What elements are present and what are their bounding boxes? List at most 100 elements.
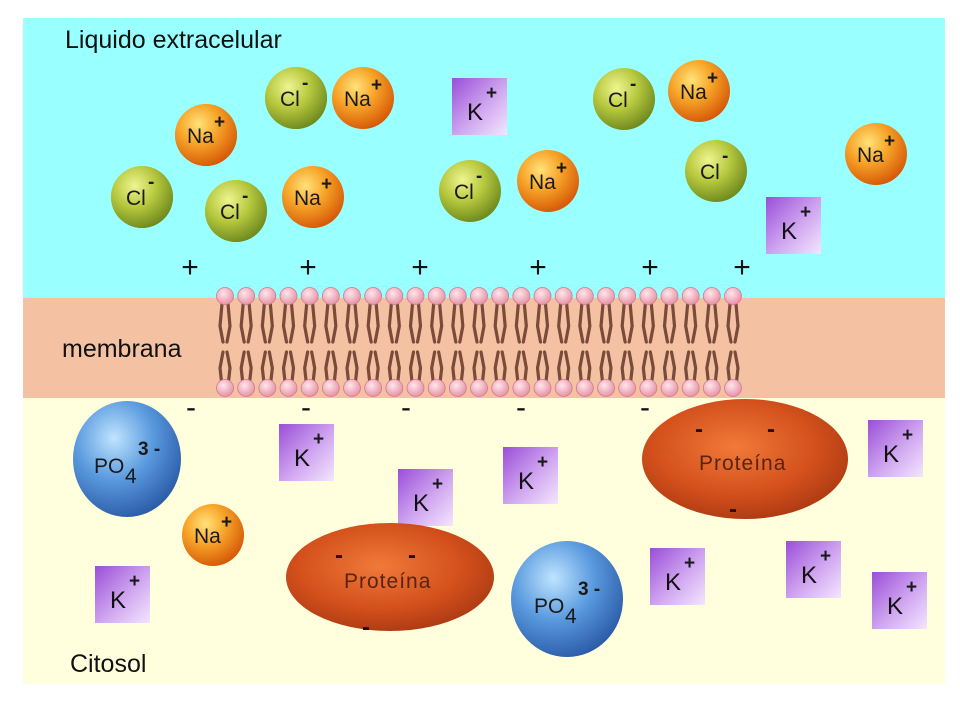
potassium-ion: K+ bbox=[650, 548, 705, 605]
phospholipid bbox=[470, 287, 488, 397]
chloride-ion-body bbox=[685, 140, 747, 202]
lipid-head bbox=[279, 287, 298, 305]
lipid-head bbox=[216, 287, 234, 305]
potassium-ion-body bbox=[872, 572, 927, 629]
plus-charge: + bbox=[641, 251, 659, 284]
sodium-ion: Na+ bbox=[282, 166, 344, 228]
ions-layer: Cl-Cl-Cl-Cl-Cl-Na+Na+Cl-Cl-Na+Cl-Na+Cl-N… bbox=[73, 60, 927, 657]
chloride-charge: - bbox=[476, 166, 482, 187]
sodium-symbol: Na bbox=[680, 81, 707, 104]
lipid-head bbox=[554, 379, 573, 397]
potassium-ion-body bbox=[868, 420, 923, 477]
lipid-head bbox=[406, 379, 425, 397]
sodium-ion: Na+ bbox=[668, 60, 730, 122]
protein-body bbox=[286, 523, 494, 631]
potassium-ion-body bbox=[95, 566, 150, 623]
potassium-charge: + bbox=[800, 202, 811, 223]
potassium-symbol: K bbox=[467, 99, 483, 126]
chloride-ion-body bbox=[111, 166, 173, 228]
sodium-charge: + bbox=[321, 174, 332, 195]
potassium-charge: + bbox=[486, 83, 497, 104]
chloride-ion: Cl- bbox=[439, 160, 501, 222]
phospholipid bbox=[512, 287, 531, 397]
chloride-ion-body bbox=[265, 67, 327, 129]
potassium-charge: + bbox=[432, 474, 443, 495]
phospholipid bbox=[216, 287, 234, 397]
phosphate-symbol: PO bbox=[534, 595, 564, 618]
potassium-ion: K+ bbox=[872, 572, 927, 629]
sodium-symbol: Na bbox=[344, 88, 371, 111]
sodium-symbol: Na bbox=[194, 525, 221, 548]
lipid-head bbox=[533, 287, 552, 305]
chloride-symbol: Cl bbox=[454, 181, 474, 204]
potassium-charge: + bbox=[820, 546, 831, 567]
sodium-symbol: Na bbox=[529, 171, 556, 194]
potassium-charge: + bbox=[906, 577, 917, 598]
lipid-head bbox=[724, 379, 742, 397]
potassium-symbol: K bbox=[294, 445, 310, 472]
extracellular-region bbox=[23, 18, 945, 298]
phospholipid bbox=[279, 287, 298, 397]
sodium-symbol: Na bbox=[857, 144, 884, 167]
potassium-symbol: K bbox=[665, 569, 681, 596]
lipid-head bbox=[427, 379, 446, 397]
potassium-ion: K+ bbox=[503, 447, 558, 504]
potassium-symbol: K bbox=[801, 562, 817, 589]
sodium-ion-body bbox=[517, 150, 579, 212]
potassium-ion: K+ bbox=[398, 469, 453, 526]
protein-charge: - bbox=[408, 542, 416, 569]
lipid-head bbox=[618, 379, 637, 397]
potassium-ion-body bbox=[650, 548, 705, 605]
chloride-ion-body bbox=[593, 68, 655, 130]
lipid-head bbox=[660, 287, 679, 305]
chloride-symbol: Cl bbox=[700, 161, 720, 184]
sodium-ion-body bbox=[175, 104, 237, 166]
potassium-ion-body bbox=[279, 424, 334, 481]
lipid-head bbox=[470, 379, 488, 397]
lipid-head bbox=[618, 287, 637, 305]
phospholipid bbox=[237, 287, 256, 397]
chloride-symbol: Cl bbox=[608, 89, 628, 112]
protein-charge: - bbox=[335, 542, 343, 569]
potassium-ion-body bbox=[398, 469, 453, 526]
lipid-head bbox=[237, 379, 256, 397]
sodium-charge: + bbox=[214, 112, 225, 133]
lipid-head bbox=[575, 379, 594, 397]
outer-surface-charges: ++++++ bbox=[181, 251, 751, 284]
phosphate-ion-body bbox=[73, 401, 181, 517]
lipid-head bbox=[364, 287, 383, 305]
sodium-symbol: Na bbox=[294, 187, 321, 210]
lipid-head bbox=[597, 379, 615, 397]
protein: Proteína--- bbox=[642, 399, 848, 523]
protein-body bbox=[642, 399, 848, 519]
lipid-head bbox=[427, 287, 446, 305]
extracellular-label: Liquido extracelular bbox=[65, 26, 282, 54]
protein-charge: - bbox=[767, 416, 775, 443]
chloride-charge: - bbox=[242, 186, 248, 207]
potassium-charge: + bbox=[902, 425, 913, 446]
minus-charge: - bbox=[186, 391, 196, 424]
sodium-ion-body bbox=[282, 166, 344, 228]
phosphate-charge: 3 - bbox=[138, 439, 160, 460]
phospholipid bbox=[406, 287, 425, 397]
sodium-charge: + bbox=[556, 158, 567, 179]
lipid-head bbox=[554, 287, 573, 305]
lipid-head bbox=[491, 379, 510, 397]
chloride-ion: Cl- bbox=[111, 166, 173, 228]
phosphate-subscript: 4 bbox=[125, 465, 137, 488]
lipid-head bbox=[512, 287, 531, 305]
minus-charge: - bbox=[516, 391, 526, 424]
phospholipid bbox=[618, 287, 637, 397]
chloride-ion: Cl- bbox=[685, 140, 747, 202]
protein-charge: - bbox=[729, 496, 737, 523]
potassium-ion-body bbox=[503, 447, 558, 504]
protein-charge: - bbox=[362, 614, 370, 641]
chloride-ion: Cl- bbox=[205, 180, 267, 242]
lipid-head bbox=[279, 379, 298, 397]
minus-charge: - bbox=[301, 391, 311, 424]
lipid-head bbox=[364, 379, 383, 397]
lipid-head bbox=[237, 287, 256, 305]
lipid-head bbox=[491, 287, 510, 305]
